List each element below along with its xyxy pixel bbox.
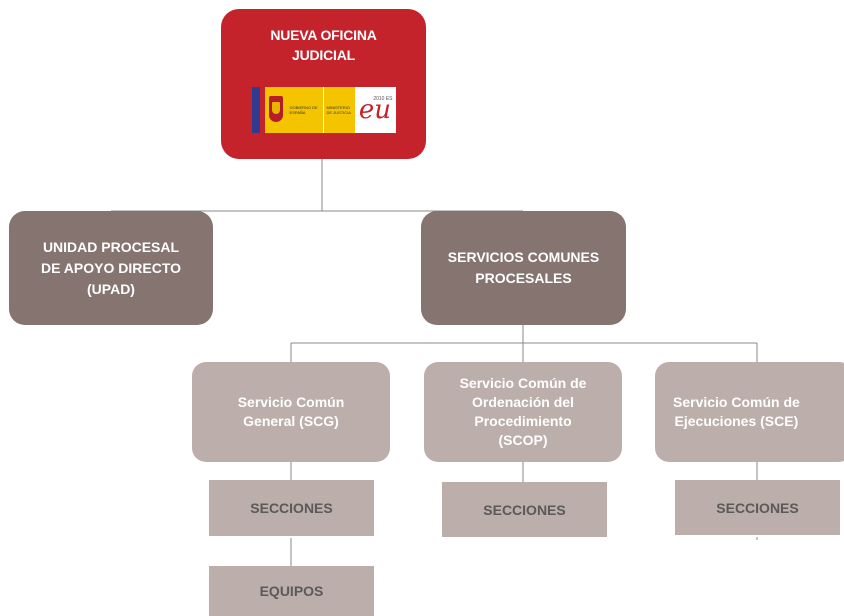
scop-line3: Procedimiento [474,413,572,429]
upad-box: UNIDAD PROCESAL DE APOYO DIRECTO (UPAD) [9,211,213,325]
sce-line2: Ejecuciones (SCE) [674,413,799,429]
scop-label: Servicio Común de Ordenación del Procedi… [460,374,587,450]
ministerio-justicia-emblem: MINISTERIO DE JUSTICIA [322,87,355,133]
upad-line2: DE APOYO DIRECTO [40,259,182,276]
top-title-line1: NUEVA OFICINA [270,27,377,43]
scop-line2: Ordenación del [472,394,574,410]
eu-logo-year: 2010 ES [373,96,393,102]
scp-label: SERVICIOS COMUNES PROCESALES [448,247,599,289]
scg-box: Servicio Común General (SCG) [192,362,390,462]
nueva-oficina-judicial-box: NUEVA OFICINA JUDICIAL GOBIERNO DE ESPAÑ… [221,9,426,159]
scg-secciones-label: SECCIONES [250,500,333,516]
scop-line4: (SCOP) [498,432,548,448]
sce-secciones-label: SECCIONES [716,499,799,516]
top-title-line2: JUDICIAL [292,47,355,63]
logo-gov-text: GOBIERNO DE ESPAÑA [289,105,318,115]
eu-logo-text: eu [358,95,392,125]
scop-secciones-label: SECCIONES [483,501,566,518]
sce-box: Servicio Común de Ejecuciones (SCE) [655,362,844,462]
sce-line1: Servicio Común de [673,394,800,410]
equipos-box: EQUIPOS [209,566,374,616]
scg-label: Servicio Común General (SCG) [238,393,345,431]
gobierno-espana-emblem: GOBIERNO DE ESPAÑA [264,87,323,133]
sce-secciones-box: SECCIONES [675,480,840,535]
logo-ministry-text: MINISTERIO DE JUSTICIA [326,105,351,115]
gobierno-justicia-logo: GOBIERNO DE ESPAÑA MINISTERIO DE JUSTICI… [251,87,396,133]
flag-stripe [251,87,265,133]
scop-line1: Servicio Común de [459,375,587,391]
servicios-comunes-procesales-box: SERVICIOS COMUNES PROCESALES [421,211,626,325]
eu-presidency-logo: eu 2010 ES [355,87,396,133]
upad-label: UNIDAD PROCESAL DE APOYO DIRECTO (UPAD) [41,237,181,300]
scop-secciones-box: SECCIONES [442,482,607,537]
scop-box: Servicio Común de Ordenación del Procedi… [424,362,622,462]
equipos-label: EQUIPOS [259,583,324,599]
sce-label: Servicio Común de Ejecuciones (SCE) [673,393,800,431]
scg-secciones-box: SECCIONES [209,480,374,536]
scg-line1: Servicio Común [237,394,345,410]
scg-line2: General (SCG) [243,413,339,429]
scp-line2: PROCESALES [475,270,572,286]
upad-line3: (UPAD) [87,280,135,297]
upad-line1: UNIDAD PROCESAL [42,238,180,255]
coat-of-arms-icon [268,96,283,122]
scp-line1: SERVICIOS COMUNES [447,249,600,265]
